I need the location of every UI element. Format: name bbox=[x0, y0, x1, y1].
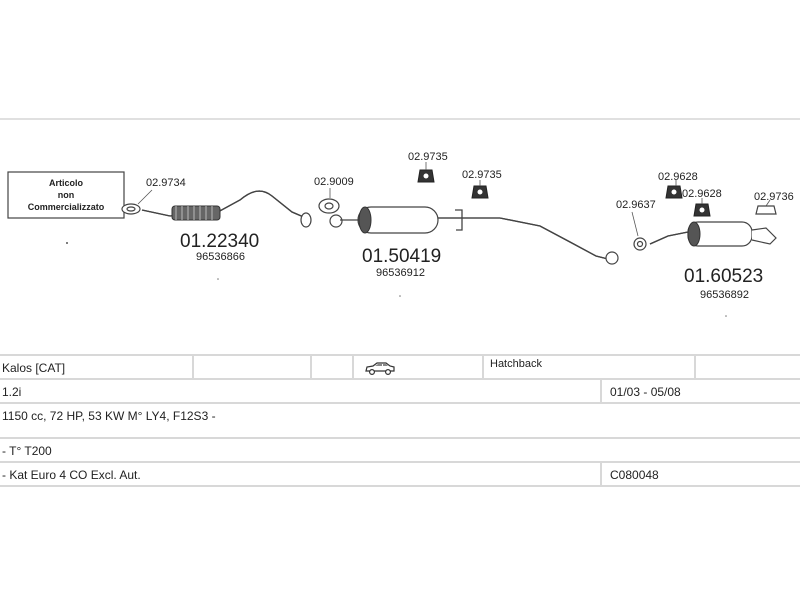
front-gasket-hole bbox=[126, 206, 136, 212]
rubber-mount-2[interactable] bbox=[471, 185, 489, 199]
note-line-1: Articolo bbox=[49, 178, 84, 188]
leader-r5 bbox=[631, 211, 639, 237]
ref-label-7: 02.9628 bbox=[682, 188, 722, 200]
part-code-2: 01.50419 bbox=[362, 246, 441, 267]
speck bbox=[399, 295, 401, 297]
part-oem-1: 96536866 bbox=[196, 251, 245, 263]
clamp-shape bbox=[755, 205, 777, 215]
type-cell: - T° T200 bbox=[2, 444, 52, 458]
years-cell: 01/03 - 05/08 bbox=[610, 385, 681, 399]
table-row-kat: - Kat Euro 4 CO Excl. Aut. C080048 bbox=[0, 461, 800, 487]
flex-section bbox=[171, 205, 221, 221]
rubber-mount-1[interactable] bbox=[417, 169, 435, 183]
not-available-note: Articolo non Commercializzato bbox=[7, 171, 125, 219]
kat-cell: - Kat Euro 4 CO Excl. Aut. bbox=[2, 468, 141, 482]
exhaust-diagram: Articolo non Commercializzato bbox=[7, 151, 794, 317]
car-icon-cell bbox=[362, 356, 404, 380]
middle-silencer-part[interactable] bbox=[329, 206, 619, 265]
rear-silencer-part[interactable] bbox=[649, 221, 777, 247]
speck bbox=[66, 242, 68, 244]
top-divider bbox=[0, 118, 800, 120]
front-pipe-body bbox=[141, 190, 307, 219]
speck bbox=[217, 278, 219, 280]
ref-label-3: 02.9735 bbox=[408, 151, 448, 163]
tail-pipe bbox=[751, 227, 777, 245]
engine-cell: 1.2i bbox=[2, 385, 22, 399]
column-divider bbox=[482, 356, 484, 380]
ref-label-1: 02.9734 bbox=[146, 177, 186, 189]
column-divider bbox=[600, 463, 602, 487]
rubber-mount-1-hole bbox=[423, 173, 429, 179]
leader-r8 bbox=[765, 199, 771, 207]
part-oem-3: 96536892 bbox=[700, 289, 749, 301]
clamp-02-9736[interactable] bbox=[755, 205, 777, 215]
ref-label-8: 02.9736 bbox=[754, 191, 794, 203]
speck bbox=[725, 315, 727, 317]
middle-pipe-outlet bbox=[605, 251, 619, 265]
middle-pipe-inlet bbox=[329, 214, 343, 228]
front-pipe-end bbox=[300, 212, 312, 228]
middle-outlet-pipe bbox=[438, 217, 613, 261]
middle-silencer-body bbox=[357, 206, 439, 234]
column-divider bbox=[192, 356, 194, 380]
table-row-model: Kalos [CAT] Hatchback bbox=[0, 354, 800, 380]
mid-gasket-hole bbox=[324, 202, 334, 210]
rubber-mount-4[interactable] bbox=[693, 203, 711, 217]
gasket-02-9637[interactable] bbox=[633, 237, 647, 251]
column-divider bbox=[352, 356, 354, 380]
rubber-mount-3-hole bbox=[671, 189, 677, 195]
hatchback-car-icon bbox=[365, 362, 395, 376]
middle-outlet-pipe-inner bbox=[438, 217, 613, 261]
table-row-specs: 1150 cc, 72 HP, 53 KW M° LY4, F12S3 - bbox=[0, 402, 800, 428]
middle-silencer-cap bbox=[358, 206, 372, 234]
ref-label-6: 02.9628 bbox=[658, 171, 698, 183]
rubber-mount-4-hole bbox=[699, 207, 705, 213]
ref-label-5: 02.9637 bbox=[616, 199, 656, 211]
leader-r1 bbox=[137, 189, 153, 205]
part-code-1: 01.22340 bbox=[180, 231, 259, 252]
rear-gasket-hole bbox=[636, 240, 644, 248]
note-line-3: Commercializzato bbox=[28, 202, 105, 212]
column-divider bbox=[694, 356, 696, 380]
note-line-2: non bbox=[58, 190, 75, 200]
table-row-type: - T° T200 bbox=[0, 437, 800, 463]
table-bottom-divider bbox=[0, 485, 800, 487]
rear-inlet-pipe-inner bbox=[649, 231, 689, 245]
ref-label-2: 02.9009 bbox=[314, 176, 354, 188]
catalog-code-cell: C080048 bbox=[610, 468, 659, 482]
rubber-mount-3[interactable] bbox=[665, 185, 683, 199]
part-code-3: 01.60523 bbox=[684, 266, 763, 287]
rubber-mount-2-hole bbox=[477, 189, 483, 195]
rear-silencer-cap bbox=[687, 221, 701, 247]
middle-hanger-bracket bbox=[455, 209, 463, 231]
ref-label-4: 02.9735 bbox=[462, 169, 502, 181]
flex-ribs bbox=[175, 206, 213, 220]
model-cell: Kalos [CAT] bbox=[2, 361, 66, 375]
gasket-02-9009[interactable] bbox=[318, 198, 340, 214]
body-type-cell: Hatchback bbox=[490, 358, 542, 370]
part-oem-2: 96536912 bbox=[376, 267, 425, 279]
note-box bbox=[7, 171, 125, 219]
specs-cell: 1150 cc, 72 HP, 53 KW M° LY4, F12S3 - bbox=[2, 409, 216, 423]
front-pipe-inner bbox=[141, 190, 307, 219]
table-row-engine: 1.2i 01/03 - 05/08 bbox=[0, 378, 800, 404]
front-pipe-part[interactable] bbox=[121, 190, 312, 228]
column-divider bbox=[310, 356, 312, 380]
column-divider bbox=[600, 380, 602, 404]
